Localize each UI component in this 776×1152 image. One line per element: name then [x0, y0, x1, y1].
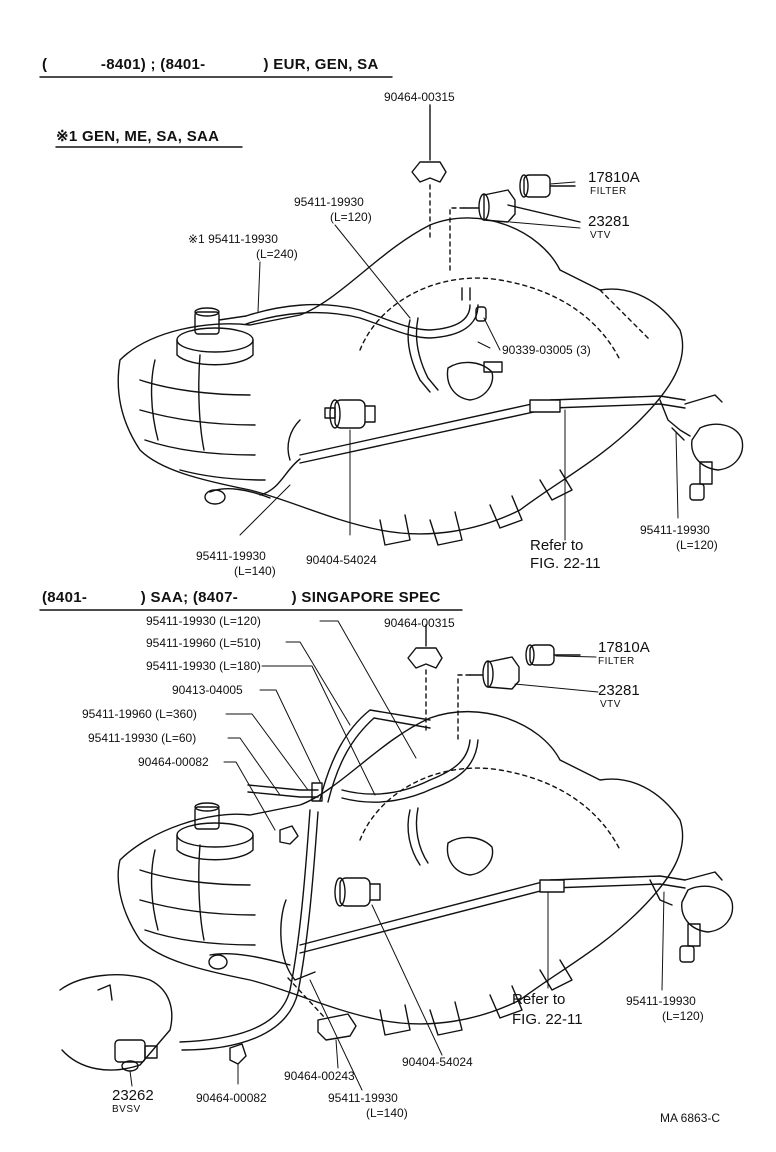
top-vtv-part: 23281	[588, 213, 630, 230]
top-hose-140-length: (L=140)	[234, 564, 276, 578]
bottom-section-header: (8401- ) SAA; (8407- ) SINGAPORE SPEC	[42, 589, 441, 606]
top-section-subheader: ※1 GEN, ME, SA, SAA	[56, 128, 220, 145]
top-long-pipe	[205, 396, 685, 504]
top-filter-part: 17810A	[588, 169, 640, 186]
top-clip-label: 90464-00315	[384, 90, 455, 104]
top-leaders	[240, 182, 678, 540]
top-refer-line-2: FIG. 22-11	[530, 555, 601, 572]
bottom-filter-name: FILTER	[598, 656, 635, 667]
top-vtv-filter	[412, 105, 580, 270]
top-hose-120-part: 95411-19930	[294, 195, 364, 209]
bottom-refer-line-1: Refer to	[512, 991, 566, 1008]
bottom-hose-140-length: (L=140)	[366, 1106, 408, 1120]
bottom-clip-mid-label: 90464-00243	[284, 1069, 355, 1083]
bottom-bvsv-part: 23262	[112, 1087, 154, 1104]
top-right-hose-length: (L=120)	[676, 538, 718, 552]
bottom-bvsv-name: BVSV	[112, 1104, 141, 1115]
top-section-header: ( -8401) ; (8401- ) EUR, GEN, SA	[42, 56, 379, 73]
bottom-right-hose-length: (L=120)	[662, 1009, 704, 1023]
bottom-intake-manifold	[118, 712, 682, 1035]
top-hose-120-length: (L=120)	[330, 210, 372, 224]
bottom-diaphragm-actuator	[177, 803, 253, 860]
bottom-right-hose-part: 95411-19930	[626, 994, 696, 1008]
bottom-label-1: 95411-19930 (L=120)	[146, 614, 261, 628]
bottom-hose-140-part: 95411-19930	[328, 1091, 398, 1105]
bottom-label-3: 95411-19930 (L=180)	[146, 659, 261, 673]
top-right-hose-part: 95411-19930	[640, 523, 710, 537]
top-intake-manifold	[118, 218, 682, 545]
bottom-vacuum-part: 90404-54024	[402, 1055, 473, 1069]
bottom-label-4: 90413-04005	[172, 683, 243, 697]
bottom-leaders	[130, 621, 664, 1090]
bottom-clip-label: 90464-00315	[384, 616, 455, 630]
top-hose-240-part: ※1 95411-19930	[188, 232, 278, 246]
top-hose-240-length: (L=240)	[256, 247, 298, 261]
bottom-right-actuator	[650, 872, 733, 962]
bottom-refer-line-2: FIG. 22-11	[512, 1011, 583, 1028]
top-union-label: 90339-03005 (3)	[502, 343, 591, 357]
bottom-hoses	[248, 710, 493, 875]
bottom-label-2: 95411-19960 (L=510)	[146, 636, 261, 650]
bottom-vtv-filter	[408, 625, 580, 740]
bottom-label-5: 95411-19960 (L=360)	[82, 707, 197, 721]
bottom-vtv-part: 23281	[598, 682, 640, 699]
bottom-bvsv-assembly	[60, 975, 356, 1071]
bottom-filter-part: 17810A	[598, 639, 650, 656]
bottom-clip-bottom-label: 90464-00082	[196, 1091, 267, 1105]
top-hoses	[246, 288, 502, 400]
top-refer-line-1: Refer to	[530, 537, 584, 554]
top-vacuum-part: 90404-54024	[306, 553, 377, 567]
top-hose-140-part: 95411-19930	[196, 549, 266, 563]
top-right-actuator	[660, 395, 743, 500]
top-diaphragm-actuator	[177, 308, 253, 365]
bottom-label-7: 90464-00082	[138, 755, 209, 769]
top-filter-name: FILTER	[590, 186, 627, 197]
drawing-code: MA 6863-C	[660, 1111, 721, 1125]
bottom-long-pipe	[180, 810, 685, 1050]
bottom-vtv-name: VTV	[600, 699, 621, 710]
bottom-label-6: 95411-19930 (L=60)	[88, 731, 197, 745]
top-vtv-name: VTV	[590, 230, 611, 241]
